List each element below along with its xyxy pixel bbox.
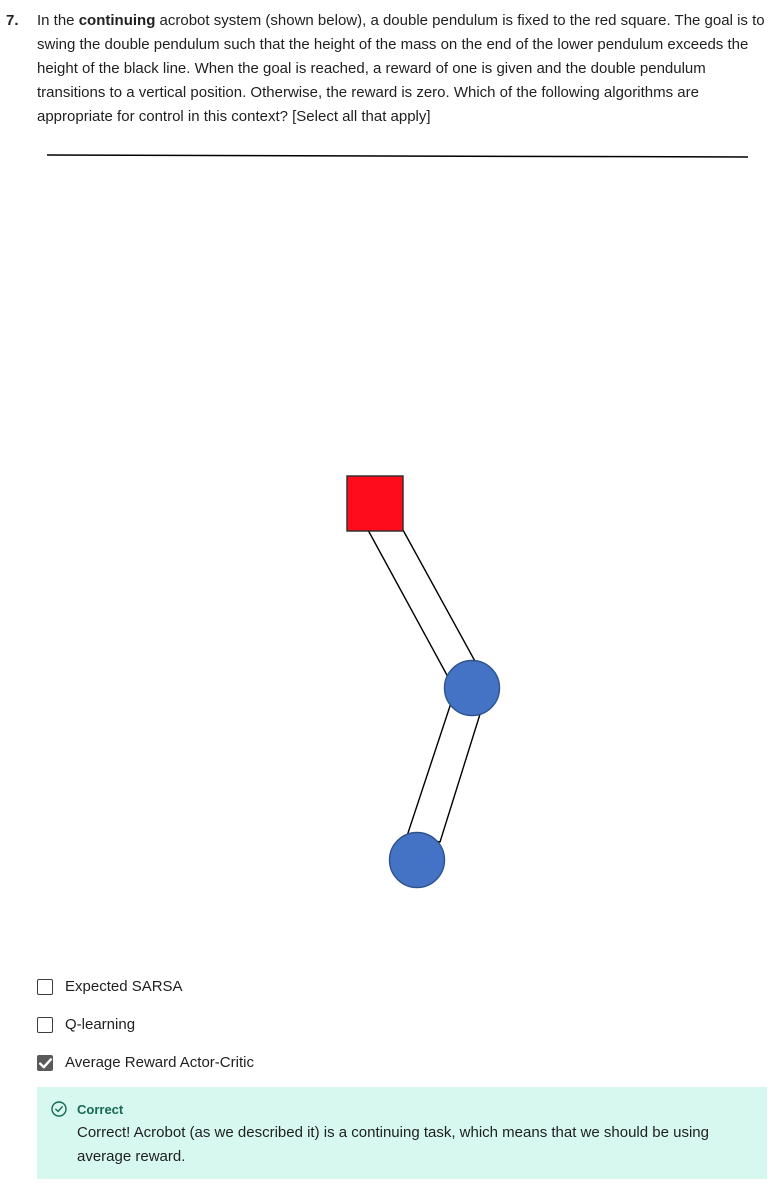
question-text-rest: acrobot system (shown below), a double p… [37,12,765,125]
acrobot-figure [46,154,749,889]
upper-pendulum-link [367,529,477,678]
anchor-square [346,475,404,532]
feedback-status: Correct [77,1101,124,1117]
feedback-panel: Correct Correct! Acrobot (as we describe… [37,1087,767,1179]
check-circle-icon [51,1101,67,1117]
checkbox-checked[interactable] [37,1055,53,1071]
question-number: 7. [6,12,19,29]
option-label: Average Reward Actor-Critic [65,1054,254,1071]
checkmark-icon [38,1057,52,1068]
feedback-message: Correct! Acrobot (as we described it) is… [77,1124,709,1165]
end-mass [388,831,446,889]
question-text: In the continuing acrobot system (shown … [37,9,767,129]
option-expected-sarsa[interactable]: Expected SARSA [37,975,767,999]
goal-line [46,154,749,158]
question-text-start: In the [37,12,79,29]
option-label: Q-learning [65,1016,136,1033]
option-average-reward-actor-critic[interactable]: Average Reward Actor-Critic [37,1051,767,1075]
option-label: Expected SARSA [65,978,183,995]
lower-pendulum-link [406,699,482,843]
feedback-header: Correct [51,1099,753,1119]
question-text-emphasis: continuing [78,12,156,29]
checkbox[interactable] [37,979,53,995]
answer-options: Expected SARSA Q-learning Average Reward… [37,975,767,1089]
option-q-learning[interactable]: Q-learning [37,1013,767,1037]
joint-mass [443,659,501,717]
checkbox[interactable] [37,1017,53,1033]
